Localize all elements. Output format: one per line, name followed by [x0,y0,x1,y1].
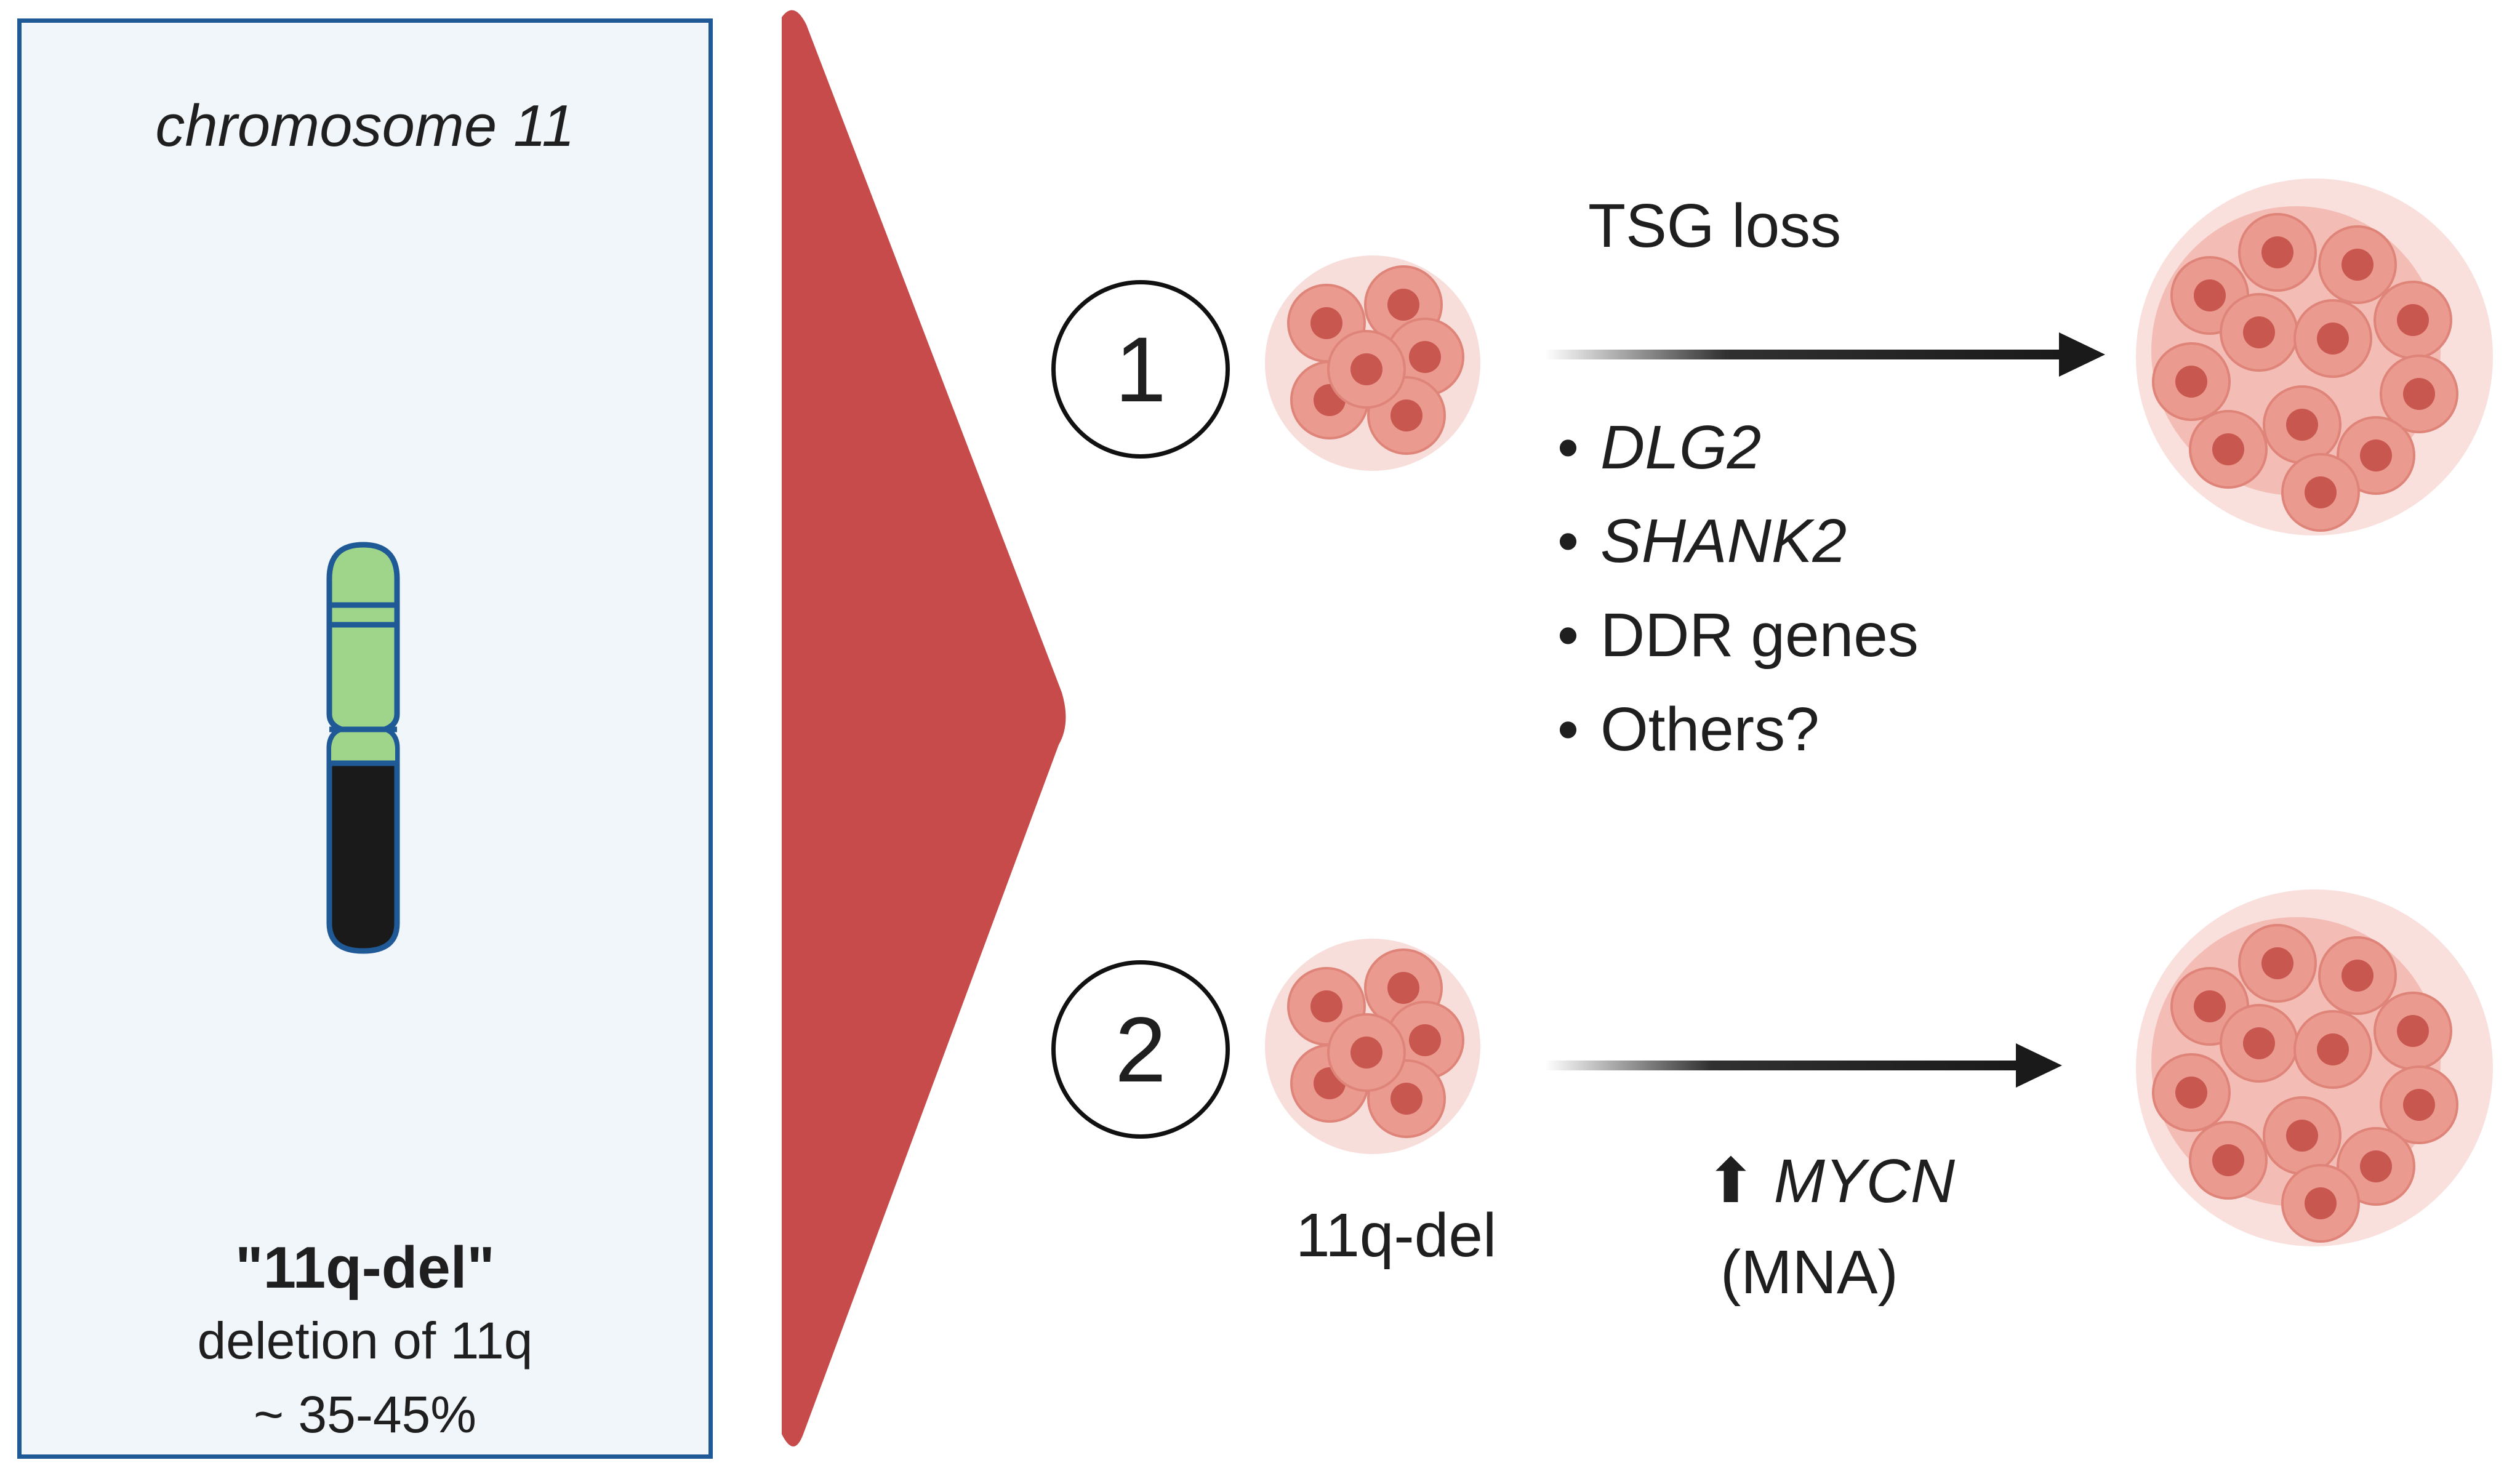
deletion-name: "11q-del" [235,1235,495,1301]
chromosome-title: chromosome 11 [155,93,575,159]
gene-list-item: •DDR genes [1557,601,1919,670]
small-cell-cluster-2 [1265,939,1480,1154]
red-wedge-arrow [782,10,1066,1446]
tumor-cluster-2 [2136,889,2493,1246]
small-cell-cluster-1 [1265,255,1480,471]
tsg-loss-label: TSG loss [1588,191,1842,260]
mna-label: (MNA) [1720,1238,1898,1307]
scenario-2-number: 2 [1051,960,1230,1139]
deletion-frequency: ~ 35-45% [254,1386,476,1443]
arrow-1 [1545,332,2105,377]
tumor-cluster-1 [2136,178,2493,535]
arrow-2 [1545,1043,2062,1088]
mycn-label: ⬆ MYCN [1705,1147,1956,1216]
scenario-1-number: 1 [1051,280,1230,459]
gene-list-item: •SHANK2 [1557,507,1847,576]
cell-label-11q-del: 11q-del [1296,1201,1497,1270]
gene-list-item: •DLG2 [1557,413,1762,482]
gene-list-item: •Others? [1557,695,1820,764]
deletion-description: deletion of 11q [197,1312,533,1370]
chromosome-icon [326,542,400,954]
up-arrow-icon: ⬆ [1705,1147,1757,1216]
